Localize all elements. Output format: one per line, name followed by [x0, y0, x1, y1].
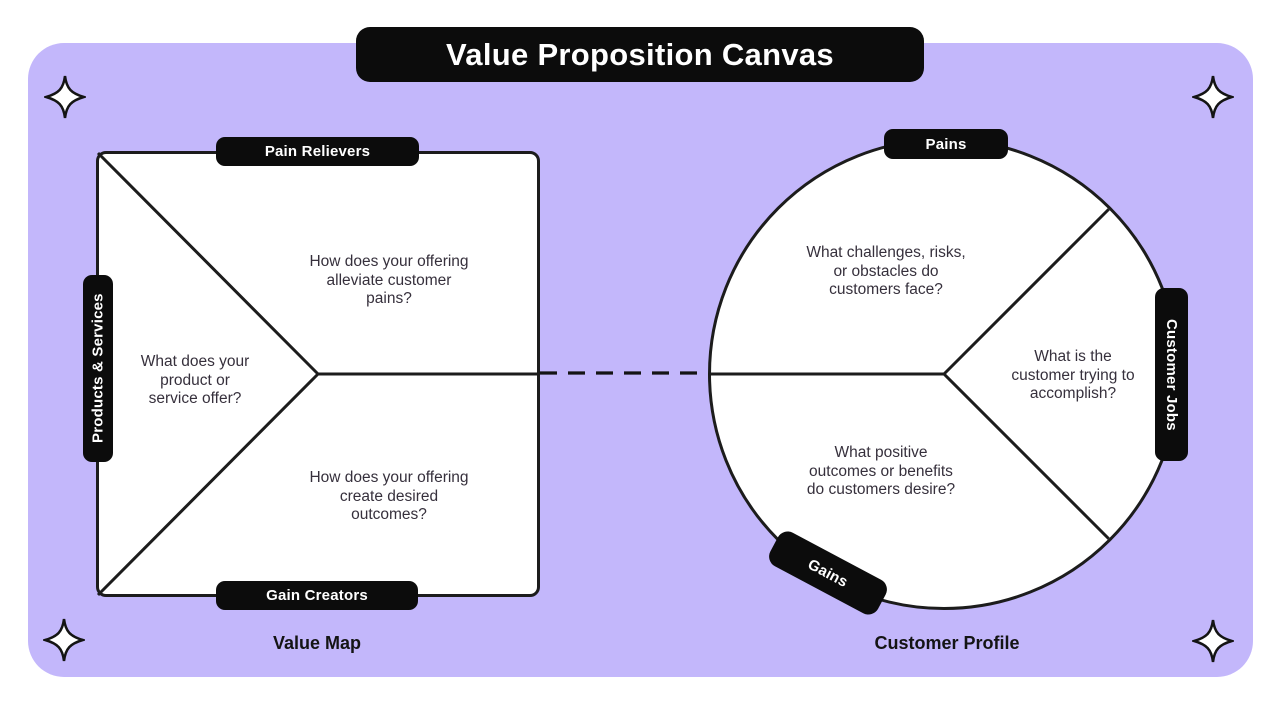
divider-bottom-diagonal-line: [96, 372, 320, 597]
question-line: How does your offering: [309, 253, 469, 270]
page-title: Value Proposition Canvas: [446, 36, 834, 72]
question-line: What is the: [1034, 348, 1112, 365]
tag-customer-jobs: Customer Jobs: [1155, 288, 1188, 461]
sparkle-top-left-icon: [44, 75, 86, 119]
sparkle-bottom-right-icon: [1192, 619, 1234, 663]
question-line: service offer?: [148, 390, 242, 407]
question-line: create desired: [339, 487, 439, 505]
divider-top-diagonal-line: [96, 151, 320, 376]
question-line: do customers desire?: [806, 481, 956, 498]
value-map-dividers: [96, 151, 540, 597]
caption-value-map: Value Map: [272, 633, 362, 653]
tag-pain-relievers: Pain Relievers: [216, 137, 419, 166]
question-line: What challenges, risks,: [806, 244, 966, 261]
tag-customer-jobs-label: Customer Jobs: [1163, 318, 1180, 431]
question-gains: What positive outcomes or benefits do cu…: [776, 444, 986, 500]
tag-pains: Pains: [884, 129, 1008, 159]
question-line: customer trying to: [1011, 366, 1135, 384]
tag-products-services-label: Products & Services: [89, 293, 107, 444]
sparkle-top-right-icon: [1192, 75, 1234, 119]
customer-profile-dividers: [711, 204, 1114, 544]
tag-gains-label: Gains: [805, 555, 851, 591]
question-line: What positive: [834, 444, 928, 461]
question-pains: What challenges, risks, or obstacles do …: [781, 244, 991, 300]
tag-pains-label: Pains: [925, 135, 967, 153]
tag-gain-creators-label: Gain Creators: [266, 587, 368, 604]
tag-products-services: Products & Services: [83, 275, 113, 462]
question-line: customers face?: [829, 281, 943, 298]
connector-dashed-line: [540, 371, 708, 375]
question-pain-relievers: How does your offering alleviate custome…: [289, 253, 489, 309]
question-customer-jobs: What is the customer trying to accomplis…: [983, 348, 1163, 404]
question-gain-creators: How does your offering create desired ou…: [289, 469, 489, 525]
title-banner: Value Proposition Canvas: [356, 27, 924, 82]
question-line: outcomes or benefits: [809, 462, 953, 480]
question-products-services: What does your product or service offer?: [110, 353, 280, 409]
question-line: outcomes?: [351, 506, 427, 523]
sparkle-bottom-left-icon: [43, 618, 85, 662]
question-line: accomplish?: [1029, 385, 1117, 402]
question-line: or obstacles do: [833, 262, 939, 280]
caption-customer-profile: Customer Profile: [874, 633, 1020, 653]
tag-gain-creators: Gain Creators: [216, 581, 418, 610]
value-map-square: [96, 151, 540, 597]
question-line: What does your: [140, 353, 250, 370]
question-line: How does your offering: [309, 469, 469, 486]
question-line: pains?: [366, 290, 412, 307]
question-line: alleviate customer: [326, 271, 452, 289]
tag-pain-relievers-label: Pain Relievers: [264, 143, 371, 160]
divider-upper-right-line: [942, 204, 1114, 376]
question-line: product or: [160, 371, 230, 389]
divider-lower-right-line: [942, 372, 1114, 544]
